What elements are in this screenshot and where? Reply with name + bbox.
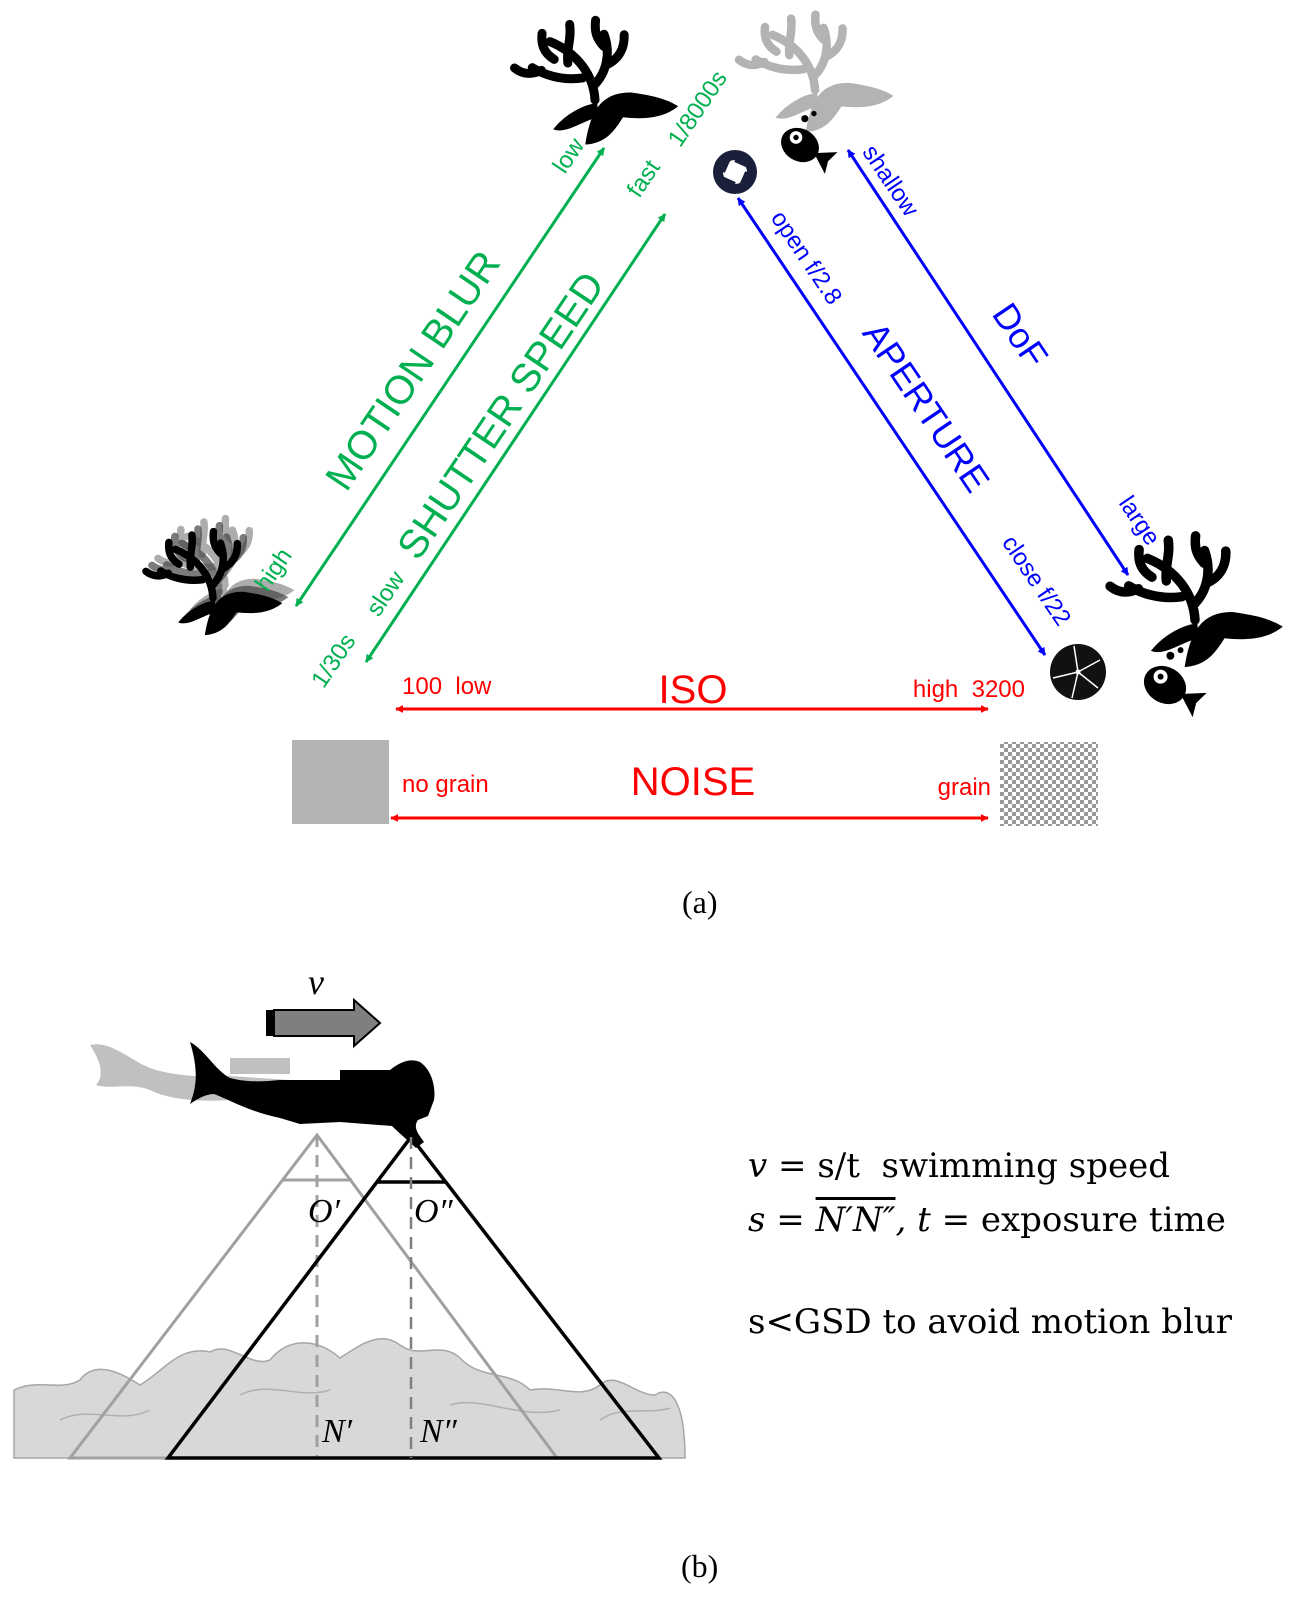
noise-title: NOISE — [631, 760, 755, 804]
label-o-prime: O′ — [308, 1193, 341, 1230]
dof-large: large — [1113, 491, 1165, 550]
aperture-close: close f/22 — [996, 531, 1076, 631]
aperture-arrow — [736, 197, 1047, 656]
coral-deep-focus-icon — [1101, 509, 1282, 687]
aperture-closed-icon — [1050, 644, 1106, 700]
aperture-open-icon — [713, 150, 757, 194]
caption-a: (a) — [682, 884, 718, 920]
aperture-title: APERTURE — [855, 315, 998, 500]
velocity-label: v — [308, 962, 324, 1002]
velocity-arrow-icon — [266, 997, 382, 1049]
seafloor — [13, 1338, 686, 1459]
coral-blurred-icon — [731, 0, 893, 150]
formula-distance-eq: = — [765, 1200, 816, 1240]
formula-distance: s = N′N″, t = exposure time — [748, 1200, 1226, 1240]
formula-speed: v = s/t swimming speed — [748, 1146, 1170, 1186]
diver-current — [190, 1042, 435, 1148]
panel-a: MOTION BLUR low high SHUTTER SPEED fast … — [139, 0, 1283, 826]
dof-title: DoF — [984, 295, 1056, 374]
iso-title: ISO — [659, 668, 728, 712]
shutter-speed-slow: slow — [361, 566, 411, 621]
shutter-speed-fast: fast — [622, 155, 666, 202]
label-n-prime: N′ — [321, 1413, 353, 1450]
noise-no-grain: no grain — [402, 771, 489, 798]
motion-blur-low: low — [548, 133, 591, 179]
label-n-double-prime: N″ — [419, 1413, 458, 1450]
formula-distance-lhs: s — [748, 1200, 766, 1240]
coral-sharp-icon — [506, 0, 678, 163]
no-grain-swatch — [292, 740, 389, 824]
formula-speed-lhs: v — [748, 1146, 768, 1186]
formula-speed-rhs: = s/t — [767, 1146, 860, 1186]
formula-distance-tail: = exposure time — [930, 1200, 1226, 1240]
iso-high: high 3200 — [913, 676, 1025, 703]
dof-arrow — [846, 149, 1130, 576]
grain-swatch — [1000, 742, 1098, 826]
noise-grain: grain — [938, 774, 991, 801]
shutter-speed-arrow — [364, 213, 667, 663]
label-o-double-prime: O″ — [414, 1193, 454, 1230]
formula-distance-segment: N′N″ — [815, 1200, 896, 1240]
formula-speed-text: swimming speed — [859, 1146, 1170, 1186]
formula-distance-rest: , t — [895, 1200, 931, 1240]
iso-low: 100 low — [402, 673, 492, 700]
formula-gsd: s<GSD to avoid motion blur — [748, 1302, 1233, 1342]
caption-b: (b) — [681, 1548, 719, 1584]
panel-b: v O′ O″ — [13, 962, 686, 1460]
view-cone-current — [164, 1134, 663, 1460]
shutter-speed-slow-value: 1/30s — [306, 629, 361, 693]
